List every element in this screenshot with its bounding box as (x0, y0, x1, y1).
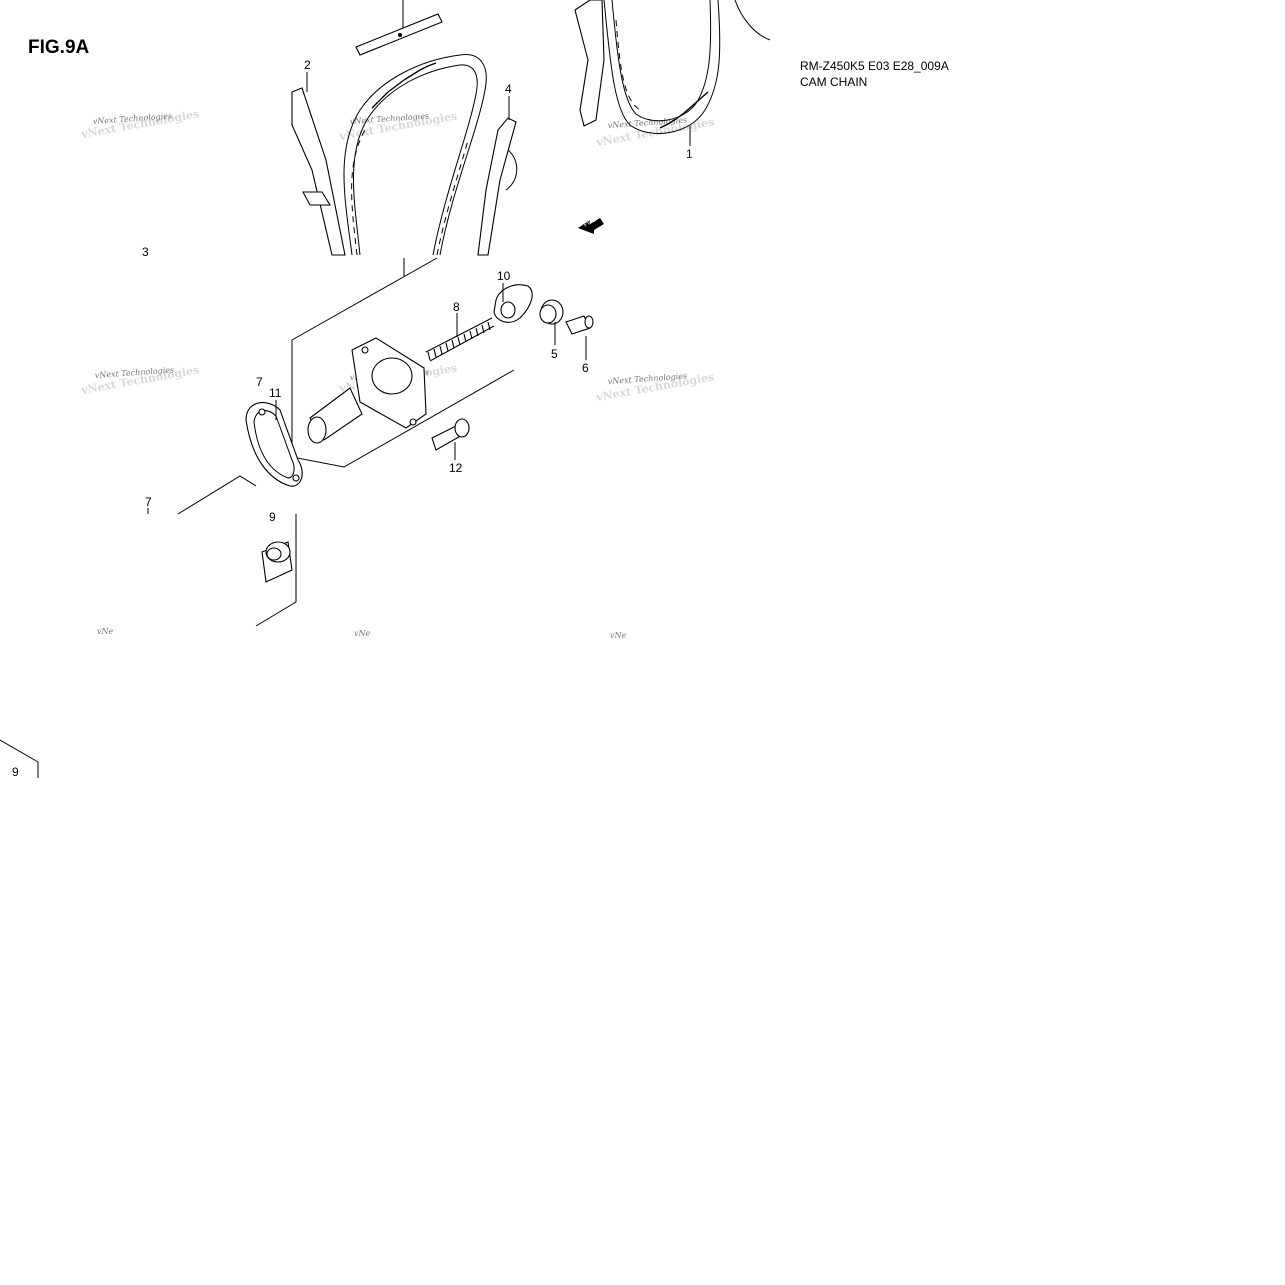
watermark-fragment: vNe (97, 627, 114, 636)
direction-arrow-icon: FWD (578, 216, 604, 234)
leader-lines (275, 72, 691, 460)
callout-10: 10 (497, 269, 511, 283)
watermark-fragment: vNe (610, 631, 627, 640)
cap-bolt-assembly (0, 475, 297, 778)
callout-7: 7 (145, 495, 152, 509)
figure-label: FIG.9A (28, 37, 90, 58)
chain-assembly-left (291, 0, 518, 256)
callout-7-partial: 7 (256, 375, 263, 389)
tensioner-assembly (245, 257, 594, 487)
callout-9-partial: 9 (12, 765, 19, 779)
callout-2: 2 (304, 58, 311, 72)
section-name: CAM CHAIN (800, 75, 868, 89)
callout-1: 1 (686, 147, 693, 161)
chain-assembly-right: FWD (574, 0, 771, 234)
callout-6: 6 (582, 361, 589, 375)
callout-labels: 1 2 3 4 5 6 7 8 9 10 11 12 7 9 (12, 58, 693, 779)
model-code: RM-Z450K5 E03 E28_009A (800, 59, 949, 73)
callout-12: 12 (449, 461, 463, 475)
watermark-fragment: vNe (354, 629, 371, 638)
callout-9: 9 (269, 510, 276, 524)
callout-8: 8 (453, 300, 460, 314)
callout-5: 5 (551, 347, 558, 361)
callout-11: 11 (269, 386, 282, 400)
callout-3: 3 (142, 245, 149, 259)
callout-4: 4 (505, 82, 512, 96)
